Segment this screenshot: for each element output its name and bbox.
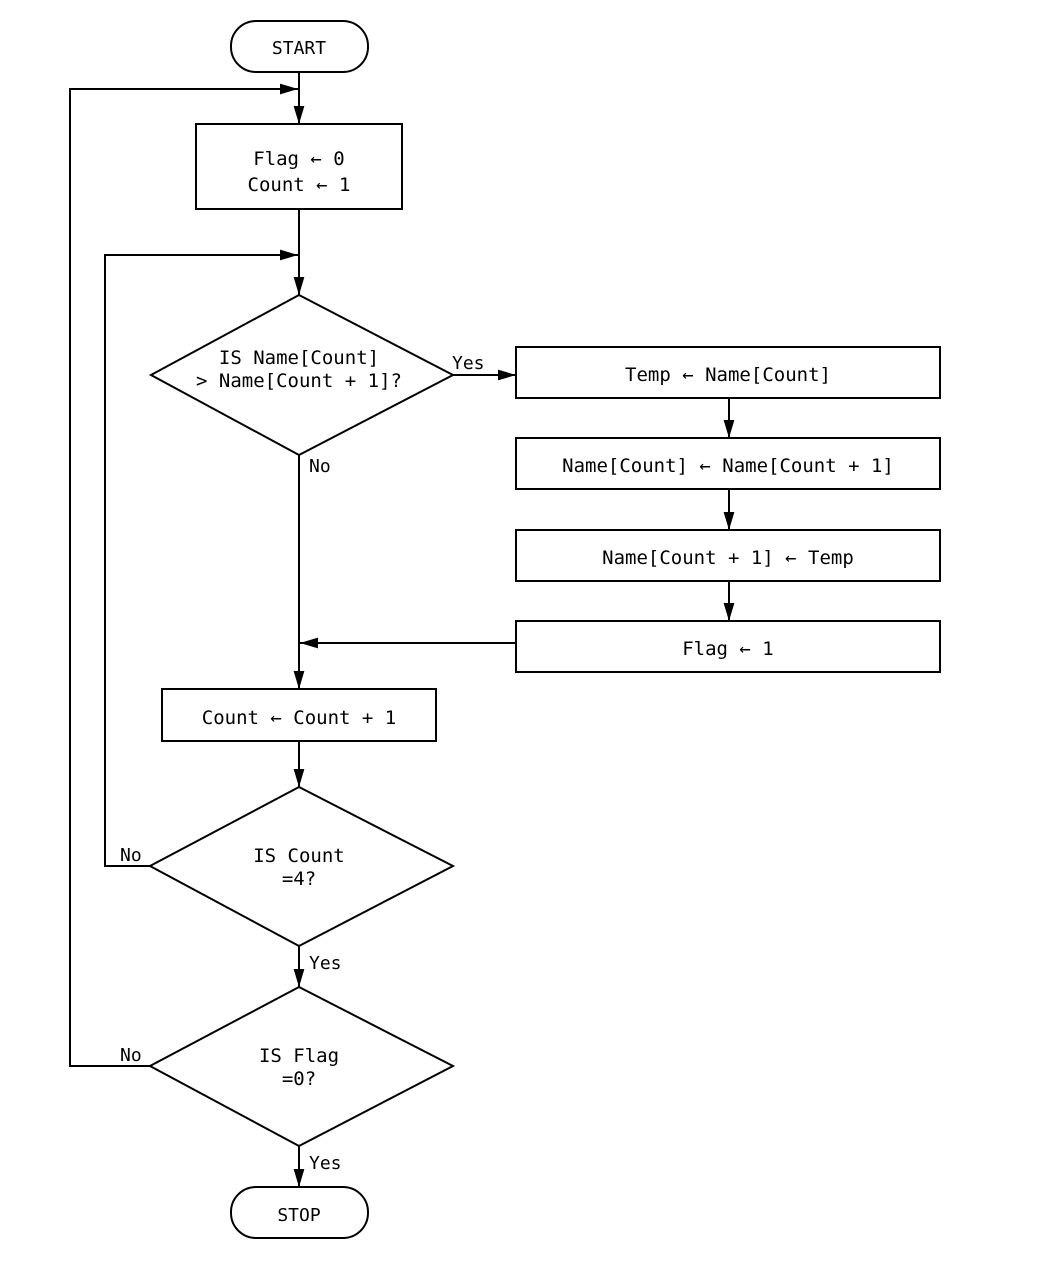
compare-yes-label: Yes (452, 353, 485, 374)
swap-2-label: Name[Count + 1] ← Temp (602, 547, 854, 569)
compare-line-2: > Name[Count + 1]? (196, 370, 402, 392)
increment-box (161, 688, 437, 742)
flag-no-label: No (120, 1045, 142, 1066)
set-flag-box (515, 620, 941, 673)
flag-check-line-2: =0? (282, 1068, 316, 1090)
start-terminal (230, 20, 369, 73)
increment-label: Count ← Count + 1 (202, 707, 396, 729)
connector-count-no-loop (104, 249, 298, 867)
count-check-line-2: =4? (282, 868, 316, 890)
temp-assign-label: Temp ← Name[Count] (625, 364, 831, 386)
compare-line-1: IS Name[Count] (219, 347, 379, 369)
set-flag-label: Flag ← 1 (682, 638, 774, 660)
count-check-line-1: IS Count (253, 845, 345, 867)
init-line-2: Count ← 1 (248, 174, 351, 196)
stop-label: STOP (277, 1205, 321, 1226)
swap-2-box (515, 529, 941, 582)
count-yes-label: Yes (309, 953, 342, 974)
compare-no-label: No (309, 456, 331, 477)
init-line-1: Flag ← 0 (253, 148, 345, 170)
compare-decision (148, 293, 456, 457)
swap-1-label: Name[Count] ← Name[Count + 1] (562, 455, 894, 477)
swap-1-box (515, 437, 941, 490)
count-check-decision (147, 785, 456, 948)
count-no-label: No (120, 845, 142, 866)
start-label: START (272, 38, 326, 59)
init-process-box (195, 123, 403, 210)
stop-terminal (230, 1186, 369, 1239)
connector-flag-no-loop (69, 83, 298, 1067)
flag-check-decision (147, 985, 456, 1148)
temp-assign-box (515, 346, 941, 399)
flag-check-line-1: IS Flag (259, 1045, 339, 1067)
flag-yes-label: Yes (309, 1153, 342, 1174)
